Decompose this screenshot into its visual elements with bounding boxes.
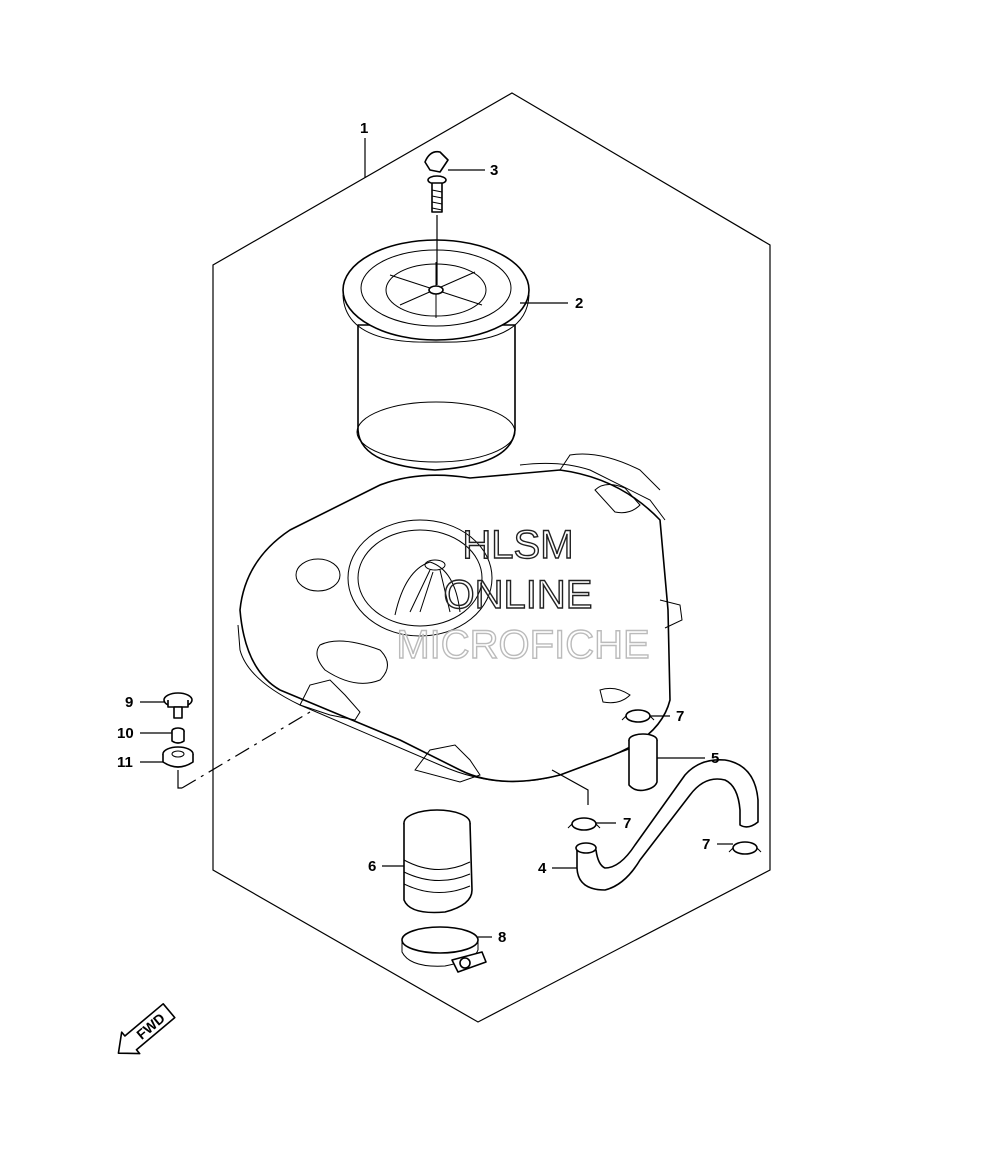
pipe (403, 809, 473, 914)
callout-3: 3 (490, 162, 498, 179)
callout-7-right: 7 (702, 836, 710, 853)
silencer-case (237, 453, 683, 783)
hose-bent (575, 758, 759, 891)
clip-middle (567, 817, 601, 831)
element (342, 239, 530, 471)
screw (424, 150, 449, 285)
callout-7-middle: 7 (623, 815, 631, 832)
callout-10: 10 (117, 725, 134, 742)
watermark-line-1: HLSM (462, 523, 573, 567)
grommet (162, 746, 194, 768)
callout-6: 6 (368, 858, 376, 875)
watermark-line-3: MICROFICHE (396, 623, 649, 667)
bolt (163, 692, 193, 719)
callout-9: 9 (125, 694, 133, 711)
callout-4: 4 (538, 860, 547, 877)
leader-lines (140, 138, 733, 938)
assembly-boundary (212, 92, 771, 1023)
callout-11: 11 (117, 754, 133, 771)
callout-2: 2 (575, 295, 583, 312)
callout-5: 5 (711, 750, 719, 767)
callouts: 1 3 2 7 5 7 7 6 4 8 9 10 11 (117, 120, 719, 946)
fwd-direction-badge: FWD (117, 1003, 176, 1055)
callout-7-upper: 7 (676, 708, 684, 725)
collar (171, 727, 185, 744)
callout-8: 8 (498, 929, 506, 946)
clip-right (728, 841, 762, 855)
hose-straight (628, 733, 658, 792)
watermark-line-2: ONLINE (444, 573, 593, 617)
callout-1: 1 (360, 120, 368, 137)
watermark: HLSM ONLINE MICROFICHE (396, 522, 651, 667)
clamp (401, 926, 487, 973)
